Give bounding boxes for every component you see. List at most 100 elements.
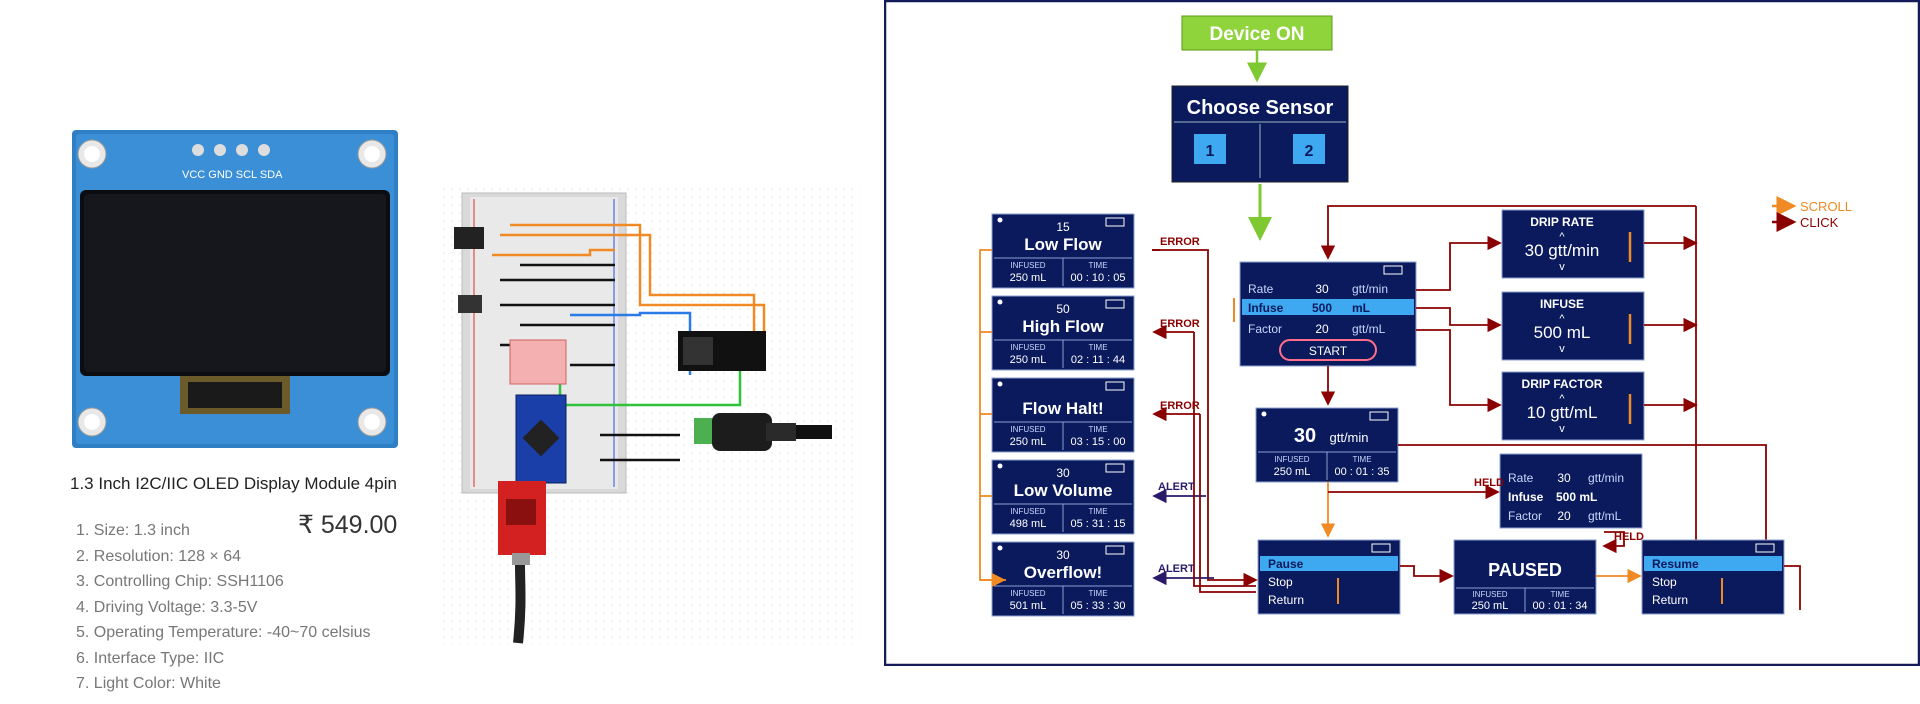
running-time-label: TIME: [1352, 455, 1371, 464]
held-tag-2: HELD: [1614, 531, 1644, 543]
held-factor-unit: gtt/mL: [1588, 509, 1622, 523]
alert-infused: 250 mL: [1010, 354, 1047, 366]
menu-resume: Resume: [1652, 557, 1699, 571]
menu-pause: Pause: [1268, 557, 1304, 571]
legend-click: CLICK: [1800, 215, 1839, 230]
infuse-unit: mL: [1352, 301, 1370, 315]
infuse-screen-title: INFUSE: [1540, 297, 1584, 311]
spec-item: 1. Size: 1.3 inch: [76, 522, 190, 539]
factor-label: Factor: [1248, 322, 1282, 336]
menu2-stop: Stop: [1652, 575, 1677, 589]
alert-title: Flow Halt!: [1022, 399, 1103, 418]
infuse-screen: INFUSE ^500 mLv: [1501, 291, 1645, 361]
spec-item: 5. Operating Temperature: -40~70 celsius: [76, 624, 371, 641]
alert-time: 02 : 11 : 44: [1071, 354, 1125, 366]
factor-value: 20: [1315, 322, 1329, 336]
caret-down-icon: v: [1559, 343, 1565, 355]
held-tag: HELD: [1474, 477, 1504, 489]
infuse-label: Infuse: [1248, 301, 1284, 315]
drip-factor-screen-title: DRIP FACTOR: [1522, 377, 1603, 391]
menu-stop: Stop: [1268, 575, 1293, 589]
held-rate-label: Rate: [1508, 471, 1534, 485]
overflow-tag: ALERT: [1158, 563, 1195, 575]
low-flow-tag: ERROR: [1160, 236, 1200, 248]
alert-title: High Flow: [1022, 317, 1104, 336]
low-volume-tag: ALERT: [1158, 481, 1195, 493]
setup-screen: Rate 30 gtt/min Infuse 500 mL Factor 20 …: [1239, 261, 1417, 367]
paused-infused: 250 mL: [1472, 600, 1509, 612]
running-screen: 30 gtt/min INFUSED 250 mL TIME 00 : 01 :…: [1255, 407, 1399, 483]
paused-title: PAUSED: [1488, 560, 1562, 580]
infuse-screen-value: 500 mL: [1534, 323, 1591, 342]
menu-return: Return: [1268, 593, 1304, 607]
spec-item: 2. Resolution: 128 × 64: [76, 547, 242, 565]
alert-infused-label: INFUSED: [1010, 261, 1045, 270]
held-infuse-label: Infuse: [1508, 490, 1544, 504]
spec-item: 3. Controlling Chip: SSH1106: [76, 573, 284, 590]
infuse-value: 500: [1312, 301, 1332, 315]
held-rate: 30: [1557, 471, 1571, 485]
alert-title: Low Flow: [1024, 235, 1102, 254]
held-infuse: 500 mL: [1556, 490, 1597, 504]
alert-time-label: TIME: [1088, 261, 1107, 270]
held-rate-unit: gtt/min: [1588, 471, 1624, 485]
drip-factor-screen: DRIP FACTOR^10 gtt/mLv: [1501, 371, 1645, 441]
alert-infused-label: INFUSED: [1010, 425, 1045, 434]
resume-menu-screen: Resume Stop Return: [1641, 539, 1785, 615]
product-price: ₹ 549.00: [298, 511, 398, 539]
spec-list: 1. Size: 1.3 inch 2. Resolution: 128 × 6…: [76, 518, 371, 697]
alert-time-label: TIME: [1088, 589, 1107, 598]
caret-up-icon: ^: [1559, 393, 1565, 405]
menu2-return: Return: [1652, 593, 1688, 607]
alert-number: 30: [1056, 466, 1070, 480]
alert-number: 30: [1056, 548, 1070, 562]
spec-item: 7. Light Color: White: [76, 675, 221, 692]
sensor-1-option: 1: [1206, 143, 1215, 160]
spec-item: 4. Driving Voltage: 3.3-5V: [76, 598, 258, 616]
high-flow-tag: ERROR: [1160, 318, 1200, 330]
choose-sensor-title: Choose Sensor: [1187, 97, 1334, 119]
alert-infused: 498 mL: [1010, 518, 1047, 530]
start-button: START: [1309, 344, 1348, 358]
drip-rate-screen-value: 30 gtt/min: [1525, 241, 1600, 260]
running-rate-value: 30: [1294, 425, 1316, 447]
choose-sensor-screen: Choose Sensor 1 2: [1171, 85, 1349, 183]
running-infused-label: INFUSED: [1274, 455, 1309, 464]
alert-number: 50: [1056, 302, 1070, 316]
alert-infused: 501 mL: [1010, 600, 1047, 612]
paused-infused-label: INFUSED: [1472, 590, 1507, 599]
breadboard-wiring-image: [440, 185, 860, 645]
rate-unit: gtt/min: [1352, 282, 1388, 296]
paused-time: 00 : 01 : 34: [1532, 600, 1587, 612]
alert-infused: 250 mL: [1010, 272, 1047, 284]
alert-time-label: TIME: [1088, 507, 1107, 516]
alert-time: 05 : 31 : 15: [1070, 518, 1125, 530]
oled-module-image: VCC GND SCL SDA: [72, 130, 398, 448]
alert-infused-label: INFUSED: [1010, 589, 1045, 598]
caret-up-icon: ^: [1559, 313, 1565, 325]
alert-title: Low Volume: [1014, 481, 1113, 500]
alert-time-label: TIME: [1088, 425, 1107, 434]
running-time: 00 : 01 : 35: [1334, 466, 1389, 478]
device-on-box: Device ON: [1181, 15, 1333, 51]
caret-up-icon: ^: [1559, 231, 1565, 243]
drip-rate-screen-title: DRIP RATE: [1530, 215, 1594, 229]
alert-time: 05 : 33 : 30: [1070, 600, 1125, 612]
device-on-label: Device ON: [1209, 24, 1304, 45]
sensor-2-option: 2: [1305, 143, 1314, 160]
product-title: 1.3 Inch I2C/IIC OLED Display Module 4pi…: [70, 474, 397, 493]
alert-title: Overflow!: [1024, 563, 1102, 582]
legend-scroll: SCROLL: [1800, 199, 1852, 214]
pause-menu-screen: Pause Stop Return: [1257, 539, 1401, 615]
alert-time: 00 : 10 : 05: [1070, 272, 1125, 284]
factor-unit: gtt/mL: [1352, 322, 1386, 336]
alert-infused-label: INFUSED: [1010, 507, 1045, 516]
flow-halt-tag: ERROR: [1160, 400, 1200, 412]
drip-factor-screen-value: 10 gtt/mL: [1527, 403, 1598, 422]
ui-flow-diagram: Device ON Choose Sensor 1 2 SCROLL CLICK…: [884, 0, 1920, 666]
